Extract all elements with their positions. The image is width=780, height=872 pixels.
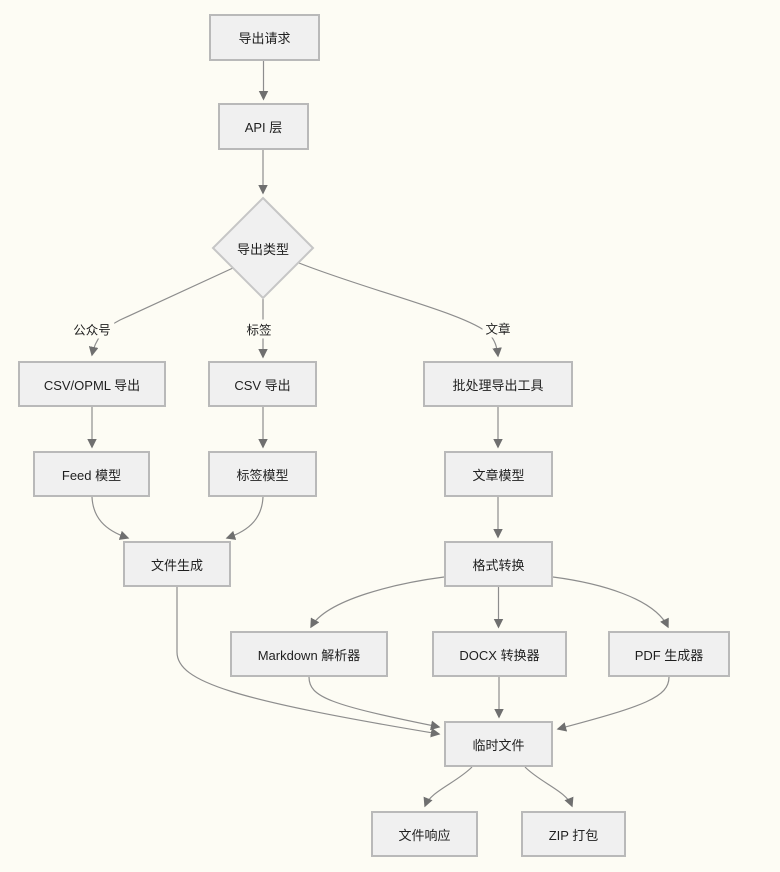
- node-format-conversion: 格式转换: [444, 541, 553, 587]
- node-article-model: 文章模型: [444, 451, 553, 497]
- node-label: 导出请求: [238, 31, 291, 46]
- edge-export-type-to-csv-opml: [88, 267, 234, 357]
- node-csv-opml-export: CSV/OPML 导出: [18, 361, 166, 407]
- edge-format-conversion-to-pdf-generator: [552, 576, 669, 629]
- node-label: PDF 生成器: [634, 647, 704, 663]
- node-label: API 层: [244, 120, 283, 135]
- node-label: CSV 导出: [234, 377, 291, 393]
- node-label: 格式转换: [472, 557, 525, 573]
- edge-label-tag: 标签: [243, 319, 275, 339]
- node-feed-model: Feed 模型: [33, 451, 150, 497]
- node-file-generation: 文件生成: [123, 541, 231, 587]
- node-tag-model: 标签模型: [208, 451, 317, 497]
- node-label: Markdown 解析器: [257, 647, 361, 663]
- edge-file-generation-to-temp-file: [176, 587, 441, 738]
- node-label: 文章模型: [472, 467, 525, 483]
- edge-format-conversion-to-markdown-parser: [310, 576, 445, 629]
- edge-pdf-generator-to-temp-file: [556, 676, 670, 732]
- node-csv-export: CSV 导出: [208, 361, 317, 407]
- node-label: CSV/OPML 导出: [43, 377, 141, 393]
- node-export-type-shape: [211, 196, 315, 300]
- edge-markdown-parser-to-temp-file: [308, 676, 441, 731]
- node-docx-converter: DOCX 转换器: [432, 631, 567, 677]
- edge-temp-file-to-zip-package: [524, 766, 574, 808]
- edge-label-article: 文章: [482, 318, 514, 338]
- node-batch-export-tool: 批处理导出工具: [423, 361, 573, 407]
- node-export-request: 导出请求: [209, 14, 320, 61]
- node-label: ZIP 打包: [548, 827, 599, 843]
- node-label: 临时文件: [472, 737, 525, 753]
- node-temp-file: 临时文件: [444, 721, 553, 767]
- node-label: 文件响应: [398, 827, 451, 843]
- node-label: 批处理导出工具: [452, 377, 544, 393]
- node-api-layer: API 层: [218, 103, 309, 150]
- node-label: DOCX 转换器: [459, 647, 540, 663]
- edge-label-public-account: 公众号: [70, 319, 114, 339]
- edge-export-type-to-batch-tool: [298, 262, 502, 358]
- edge-tag-model-to-file-generation: [225, 496, 264, 540]
- node-markdown-parser: Markdown 解析器: [230, 631, 388, 677]
- node-zip-package: ZIP 打包: [521, 811, 626, 857]
- node-export-type: 导出类型: [213, 198, 313, 298]
- node-file-response: 文件响应: [371, 811, 478, 857]
- edge-feed-model-to-file-generation: [91, 496, 130, 540]
- node-pdf-generator: PDF 生成器: [608, 631, 730, 677]
- node-label: 标签模型: [236, 467, 289, 483]
- node-label: 导出类型: [236, 241, 289, 257]
- edge-temp-file-to-file-response: [423, 766, 473, 808]
- node-label: Feed 模型: [61, 467, 122, 483]
- node-label: 文件生成: [150, 557, 203, 573]
